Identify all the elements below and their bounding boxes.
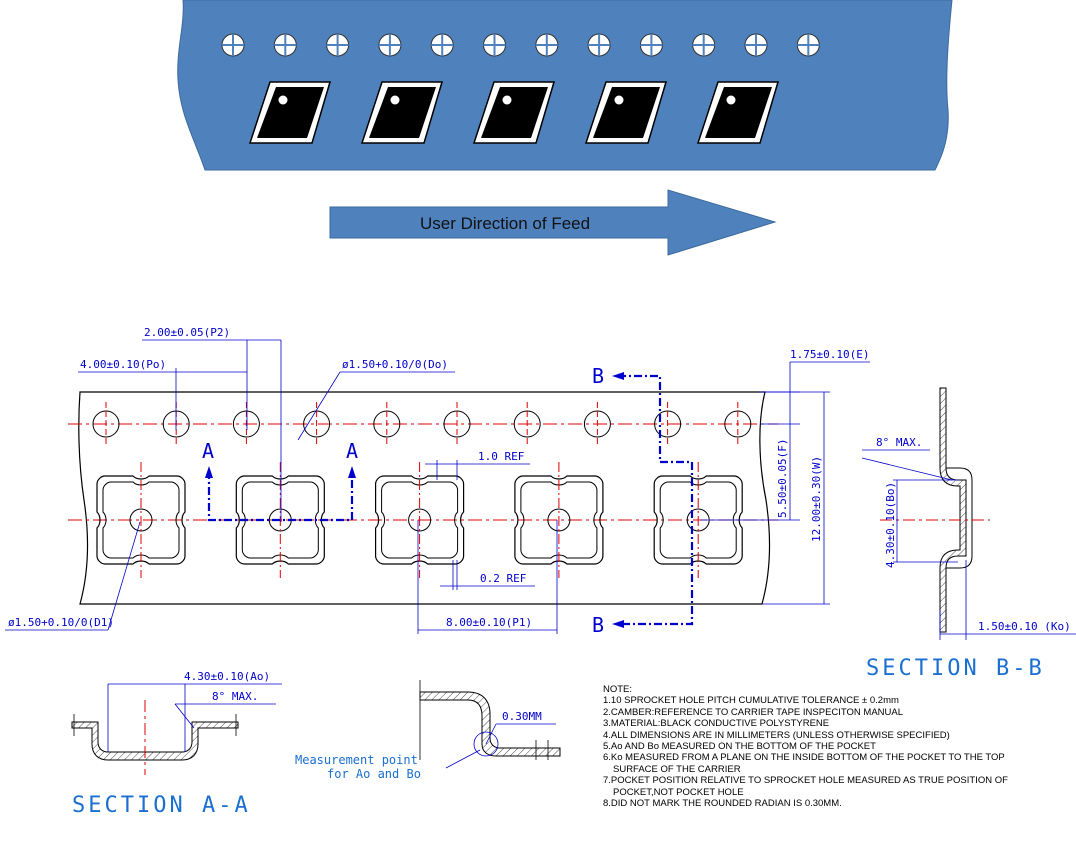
section-a-marker-right: A [346, 439, 358, 463]
illustration-hole [273, 33, 297, 57]
dim-r030: 0.30MM [502, 710, 542, 723]
illustration-hole [221, 33, 245, 57]
illustration-hole [378, 33, 402, 57]
sprocket-hole [303, 402, 331, 446]
illustration-pocket [360, 81, 444, 144]
illustration-hole [639, 33, 663, 57]
dim-w: 12.00±0.30(W) [810, 456, 823, 542]
sprocket-hole [373, 402, 401, 446]
tape-plan-view: A A B B 2.00±0.05(P2) 4.00±0.10(Po) ø1.5… [5, 326, 870, 637]
note-item: 7.POCKET POSITION RELATIVE TO SPROCKET H… [603, 775, 1008, 787]
sprocket-hole [583, 402, 611, 446]
dim-ref-0-2: 0.2 REF [480, 572, 526, 585]
sprocket-hole [724, 402, 752, 446]
dim-angle-aa: 8° MAX. [212, 690, 258, 703]
section-a-marker-left: A [202, 439, 214, 463]
sprocket-hole [654, 402, 682, 446]
dim-angle-bb: 8° MAX. [876, 436, 922, 449]
dim-d1: ø1.50+0.10/0(D1) [8, 616, 114, 629]
illustration-hole [744, 33, 768, 57]
feed-direction-arrow: User Direction of Feed [329, 189, 777, 256]
section-b-marker-top: B [592, 364, 604, 388]
feed-direction-label: User Direction of Feed [420, 214, 590, 233]
section-b-b-title: SECTION B-B [866, 656, 1045, 681]
illustration-hole [430, 33, 454, 57]
pocket [96, 462, 186, 578]
note-item: 3.MATERIAL:BLACK CONDUCTIVE POLYSTYRENE [603, 718, 830, 730]
dim-ko: 1.50±0.10 (Ko) [978, 620, 1071, 633]
note-item: 5.Ao AND Bo MEASURED ON THE BOTTOM OF TH… [603, 741, 876, 753]
section-a-a-title: SECTION A-A [72, 793, 251, 818]
illustration-hole [692, 33, 716, 57]
notes-block: NOTE: 1.10 SPROCKET HOLE PITCH CUMULATIV… [603, 684, 1073, 809]
dim-ref-1-0: 1.0 REF [478, 450, 524, 463]
tape-illustration [177, 0, 953, 171]
dim-p1: 8.00±0.10(P1) [446, 616, 532, 629]
sprocket-hole [232, 402, 260, 446]
illustration-pocket [696, 81, 780, 144]
note-item: SURFACE OF THE CARRIER [613, 763, 741, 775]
notes-title: NOTE: [603, 684, 633, 695]
sprocket-hole [513, 402, 541, 446]
dim-p2: 2.00±0.05(P2) [144, 326, 230, 339]
note-item: 8.DID NOT MARK THE ROUNDED RADIAN IS 0.3… [603, 798, 842, 810]
illustration-hole [483, 33, 506, 57]
illustration-hole [587, 33, 611, 57]
note-item: 2.CAMBER:REFERENCE TO CARRIER TAPE INSPE… [603, 706, 904, 718]
dim-e: 1.75±0.10(E) [790, 348, 869, 361]
note-item: 6.Ko MEASURED FROM A PLANE ON THE INSIDE… [603, 752, 1005, 764]
section-b-b-view: 8° MAX. 4.30±0.10(Bo) 1.50±0.10 (Ko) SEC… [861, 387, 1076, 681]
illustration-hole [796, 33, 820, 57]
dim-do: ø1.50+0.10/0(Do) [342, 358, 448, 371]
dim-ao: 4.30±0.10(Ao) [184, 670, 270, 683]
measurement-point-line1: Measurement point [295, 753, 418, 767]
dim-bo: 4.30±0.10(Bo) [884, 482, 897, 568]
radius-detail-view: 0.30MM Measurement point for Ao and Bo [295, 680, 561, 781]
illustration-pocket [248, 81, 332, 144]
sprocket-hole [443, 402, 471, 446]
note-item: POCKET,NOT POCKET HOLE [613, 786, 744, 798]
dim-po: 4.00±0.10(Po) [80, 358, 166, 371]
illustration-hole [535, 33, 559, 57]
measurement-point-line2: for Ao and Bo [327, 767, 421, 781]
dim-f: 5.50±0.05(F) [776, 439, 789, 518]
sprocket-hole [92, 402, 120, 446]
pocket [514, 462, 604, 578]
illustration-hole [326, 33, 350, 57]
illustration-pocket [584, 81, 668, 144]
note-item: 4.ALL DIMENSIONS ARE IN MILLIMETERS (UNL… [603, 729, 950, 741]
note-item: 1.10 SPROCKET HOLE PITCH CUMULATIVE TOLE… [603, 695, 899, 707]
section-a-a-view: 4.30±0.10(Ao) 8° MAX. SECTION A-A [71, 670, 282, 818]
pocket [375, 462, 465, 578]
illustration-pocket [472, 81, 556, 144]
section-b-marker-bottom: B [592, 613, 604, 637]
